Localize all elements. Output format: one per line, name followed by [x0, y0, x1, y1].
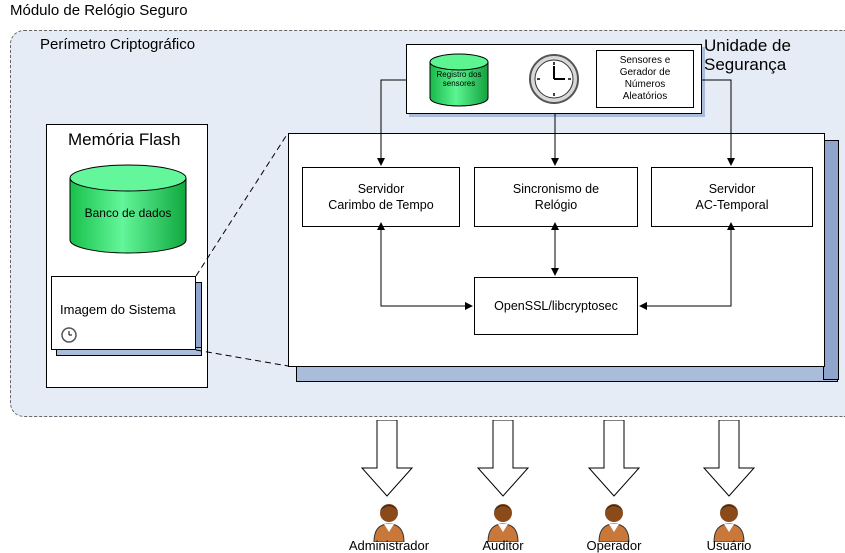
- down-arrow-icon: [360, 420, 414, 497]
- arrow-ac-openssl: [639, 222, 735, 310]
- down-arrow-icon: [587, 420, 641, 497]
- timestamp-server-label: Servidor Carimbo de Tempo: [328, 182, 434, 212]
- openssl-box: OpenSSL/libcryptosec: [474, 277, 638, 335]
- zoom-line-bottom: [195, 349, 289, 367]
- openssl-label: OpenSSL/libcryptosec: [494, 299, 618, 313]
- down-arrow-icon: [476, 420, 530, 497]
- perimeter-label: Perímetro Criptográfico: [40, 36, 196, 53]
- module-title: Módulo de Relógio Seguro: [10, 2, 188, 19]
- small-clock-icon: [61, 327, 77, 343]
- ac-temporal-server-label: Servidor AC-Temporal: [695, 182, 769, 212]
- sensors-log-database-icon: [429, 53, 489, 107]
- down-arrow-icon: [702, 420, 756, 497]
- person-icon: [713, 504, 745, 542]
- person-icon: [598, 504, 630, 542]
- zoom-line-top: [195, 132, 289, 277]
- clock-sync-label: Sincronismo de Relógio: [512, 182, 600, 212]
- arrow-timestamp-openssl: [377, 222, 473, 310]
- database-icon: [69, 164, 187, 254]
- sensors-generator-label: Sensores e Gerador de Números Aleatórios: [619, 55, 671, 102]
- arrow-unit-to-ac: [702, 79, 735, 166]
- clock-sync-box: Sincronismo de Relógio: [474, 167, 638, 227]
- clock-icon: [529, 54, 579, 104]
- security-unit-label: Unidade de Segurança: [704, 36, 791, 74]
- database-label: Banco de dados: [84, 206, 172, 220]
- actor-label-administrador: Administrador: [348, 538, 430, 553]
- flash-memory-label: Memória Flash: [68, 130, 181, 149]
- ac-temporal-server-box: Servidor AC-Temporal: [651, 167, 813, 227]
- person-icon: [373, 504, 405, 542]
- sensors-log-label: Registro dos sensores: [436, 70, 482, 88]
- actor-label-operador: Operador: [586, 538, 642, 553]
- sensors-generator-box: Sensores e Gerador de Números Aleatórios: [596, 50, 694, 108]
- actor-label-auditor: Auditor: [482, 538, 524, 553]
- arrow-unit-to-timestamp: [377, 79, 406, 166]
- system-image-label: Imagem do Sistema: [60, 302, 176, 317]
- person-icon: [487, 504, 519, 542]
- actor-label-usuario: Usuário: [706, 538, 752, 553]
